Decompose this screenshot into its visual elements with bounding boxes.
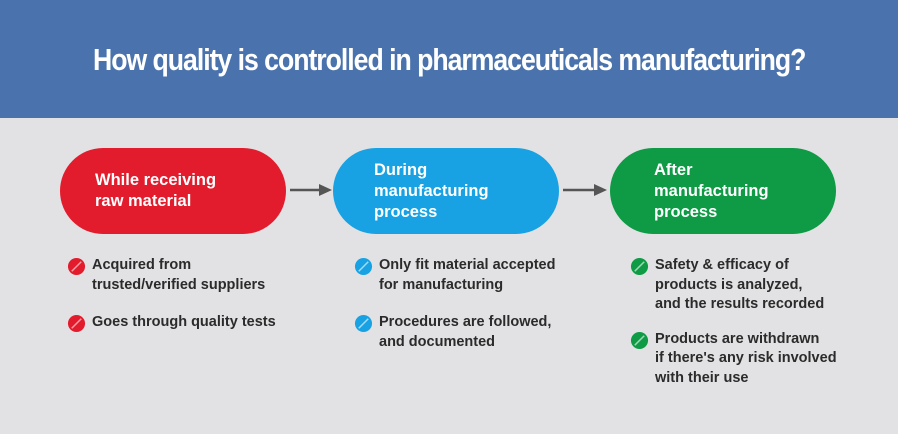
green-pill-icon: [630, 257, 649, 276]
bullet-text: Products are withdrawn if there's any ri…: [655, 330, 837, 386]
stage-receiving-raw-material: While receiving raw material: [60, 148, 286, 234]
stage-label: While receiving raw material: [95, 171, 217, 210]
list-item: Goes through quality tests: [67, 313, 317, 333]
header-banner: How quality is controlled in pharmaceuti…: [0, 0, 898, 118]
bullet-text: Procedures are followed, and documented: [379, 314, 552, 350]
stage-label: After manufacturing process: [654, 160, 769, 221]
bullet-list-after: Safety & efficacy of products is analyze…: [630, 256, 880, 403]
green-pill-icon: [630, 331, 649, 349]
list-item: Products are withdrawn if there's any ri…: [630, 330, 880, 389]
red-pill-icon: [67, 257, 86, 276]
list-item: Safety & efficacy of products is analyze…: [630, 256, 880, 315]
stage-label: During manufacturing process: [374, 160, 489, 221]
blue-pill-icon: [354, 314, 373, 333]
list-item: Only fit material accepted for manufactu…: [354, 256, 604, 295]
bullet-list-receiving: Acquired from trusted/verified suppliers…: [67, 256, 317, 351]
bullet-list-during: Only fit material accepted for manufactu…: [354, 256, 604, 370]
list-item: Procedures are followed, and documented: [354, 313, 604, 352]
bullet-text: Acquired from trusted/verified suppliers: [92, 257, 266, 293]
page-title: How quality is controlled in pharmaceuti…: [92, 42, 806, 77]
arrow-right-icon: [290, 184, 332, 196]
bullet-text: Only fit material accepted for manufactu…: [379, 257, 556, 293]
red-pill-icon: [67, 314, 86, 333]
arrow-right-icon: [563, 184, 607, 196]
list-item: Acquired from trusted/verified suppliers: [67, 256, 317, 295]
stage-during-manufacturing: During manufacturing process: [333, 148, 559, 234]
bullet-text: Goes through quality tests: [92, 314, 276, 330]
stage-after-manufacturing: After manufacturing process: [610, 148, 836, 234]
bullet-text: Safety & efficacy of products is analyze…: [655, 257, 825, 312]
blue-pill-icon: [354, 257, 373, 276]
